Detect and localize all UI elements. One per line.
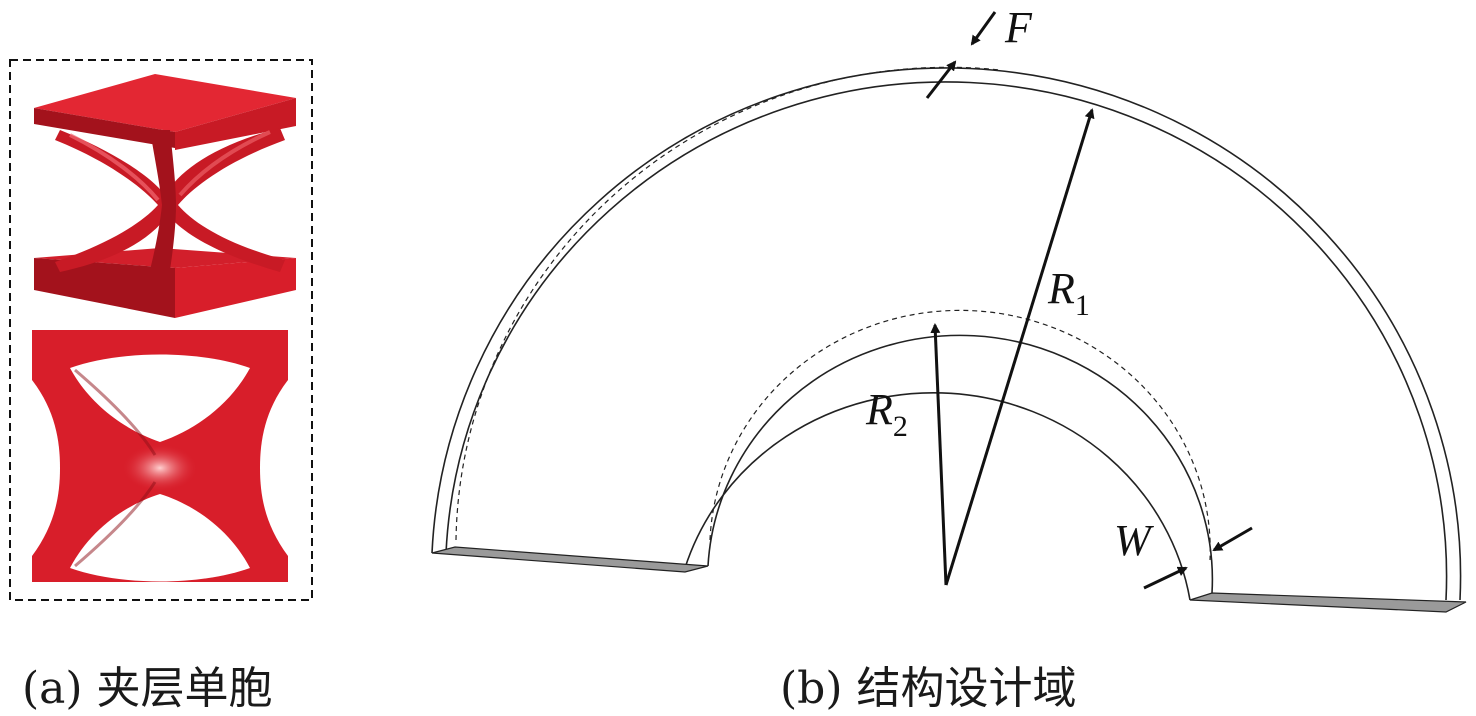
r1-arrow — [944, 108, 1095, 586]
f-arrow-top — [970, 11, 997, 46]
w-arrow-left — [1143, 566, 1188, 590]
unit-cell-frame — [9, 59, 313, 601]
label-r2-sub: 2 — [893, 410, 908, 443]
unit-cell-front-view — [32, 330, 288, 582]
left-base — [431, 546, 709, 573]
caption-a: (a) 夹层单胞 — [22, 663, 273, 714]
label-r1: R1 — [1047, 264, 1090, 322]
r2-arrow — [930, 323, 948, 586]
label-w: W — [1114, 516, 1154, 565]
right-base — [1189, 592, 1467, 613]
f-arrow-bottom — [925, 60, 957, 99]
label-r2: R2 — [865, 385, 908, 443]
w-arrow-right — [1212, 526, 1253, 552]
design-domain — [431, 66, 1462, 601]
caption-b: (b) 结构设计域 — [780, 663, 1077, 714]
unit-cell-3d-view — [34, 74, 296, 318]
label-f: F — [1004, 3, 1033, 52]
label-r1-main: R — [1047, 264, 1075, 313]
label-r2-main: R — [865, 385, 893, 434]
label-r1-sub: 1 — [1075, 289, 1090, 322]
